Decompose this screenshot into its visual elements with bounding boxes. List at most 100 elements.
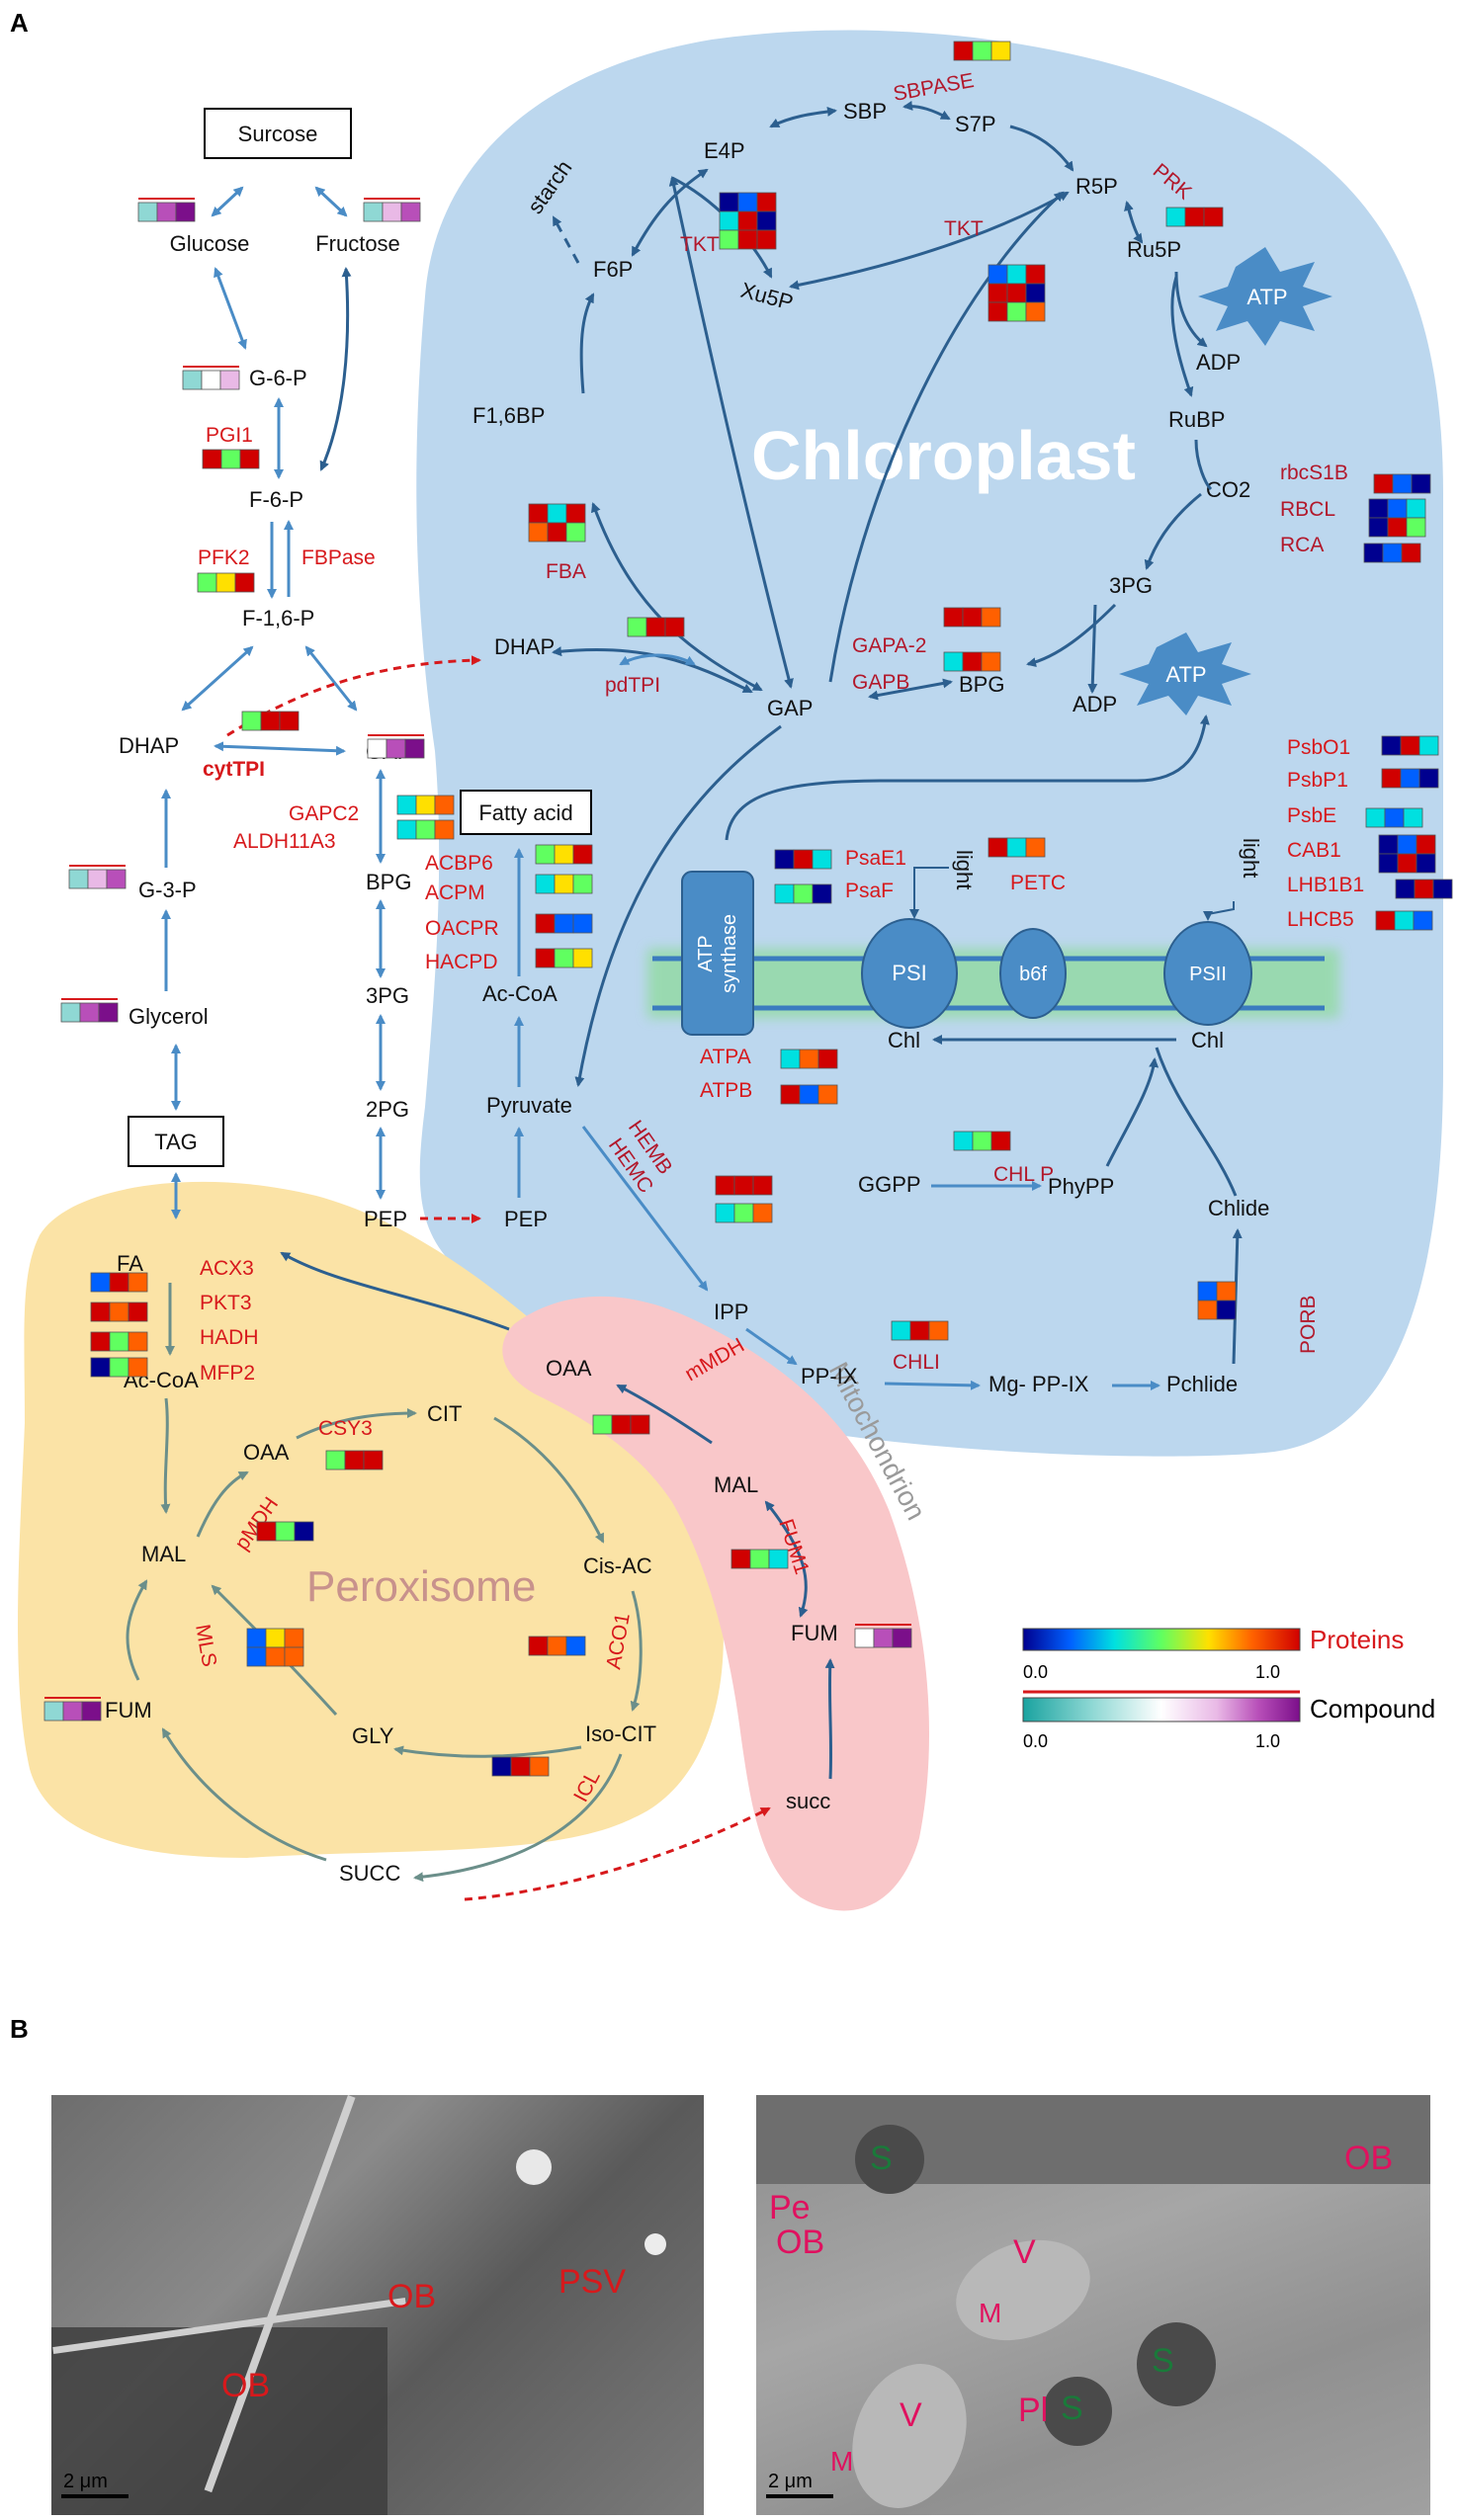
enzyme-rbcl: RBCL [1280,498,1335,521]
protein-heatmap [197,572,255,593]
protein-heatmap [774,883,832,904]
metabolite-2pg-cytosol: 2PG [366,1097,409,1122]
metabolite-e4p: E4P [704,138,745,163]
protein-heatmap [535,844,593,865]
protein-heatmap [90,1331,148,1352]
enzyme-hacpd: HACPD [425,951,498,973]
metabolite-f6p: F-6-P [249,487,303,512]
enzyme-cab1: CAB1 [1287,839,1341,862]
protein-heatmap [943,651,1001,672]
metabolite-fatty-acid: Fatty acid [478,800,572,825]
metabolite-g3p: G-3-P [138,878,197,902]
psii-complex [1163,921,1252,1026]
legend-proteins-min: 0.0 [1023,1662,1048,1682]
metabolite-r5p: R5P [1075,174,1118,199]
protein-heatmap [528,1636,586,1656]
metabolite-pep-chloroplast: PEP [504,1207,548,1231]
scale-label-right: 2 μm [768,2471,813,2492]
enzyme-rca: RCA [1280,534,1324,556]
enzyme-pkt3: PKT3 [200,1292,252,1314]
protein-heatmap [1368,498,1426,538]
protein-heatmap [491,1756,550,1777]
metabolite-dhap-chloroplast: DHAP [494,634,555,659]
metabolite-3pg-chloroplast: 3PG [1109,573,1153,598]
scale-label-left: 2 μm [63,2471,108,2492]
metabolite-gly: GLY [352,1723,394,1748]
enzyme-pfk2: PFK2 [198,546,250,569]
enzyme-porb: PORB [1297,1295,1320,1354]
compound-heatmap [367,734,425,759]
light-psi: light [952,850,977,889]
mitochondrion-region [502,1296,929,1911]
legend-compound: Compound [1310,1694,1435,1723]
metabolite-fum-peroxisome: FUM [105,1698,152,1722]
protein-heatmap [730,1549,789,1569]
enzyme-psbo1: PsbO1 [1287,736,1350,759]
enzyme-psae1: PsaE1 [845,847,906,870]
metabolite-cis-ac: Cis-AC [583,1554,652,1578]
micrograph-right-s-3: S [1061,2390,1083,2427]
micrograph-right-m-1: M [979,2298,1002,2328]
psi-label: PSI [892,961,926,985]
fatty-acid-box [460,790,592,835]
metabolite-chl-1: Chl [888,1028,920,1052]
micrograph-left: OB OB PSV 2 μm [51,2095,704,2515]
metabolite-fa: FA [117,1251,143,1276]
psi-complex [861,918,958,1029]
enzyme-cyttpi: cytTPI [203,758,265,781]
protein-heatmap [246,1628,304,1667]
metabolite-succ-mitochondrion: succ [786,1789,830,1813]
micrograph-left-ob-2: OB [387,2278,437,2315]
protein-heatmap [1378,834,1436,874]
enzyme-acpm: ACPM [425,882,485,904]
enzyme-tkt-1: TKT [680,233,720,256]
enzyme-psaf: PsaF [845,880,894,902]
metabolite-3pg-cytosol: 3PG [366,983,409,1008]
compound-heatmap [68,865,127,889]
protein-heatmap [891,1320,949,1341]
protein-heatmap [627,617,685,637]
metabolite-oaa-peroxisome: OAA [243,1440,290,1465]
enzyme-fba: FBA [546,560,586,583]
atp-synthase-label-2: synthase [719,914,740,993]
protein-heatmap [396,795,455,815]
protein-heatmap [202,449,260,469]
enzyme-fbpase: FBPase [301,546,376,569]
enzyme-oacpr: OACPR [425,917,499,940]
protein-heatmap [1165,207,1224,227]
enzyme-gapc2: GAPC2 [289,802,359,825]
metabolite-ipp: IPP [714,1300,748,1324]
protein-heatmap [943,607,1001,628]
compound-heatmap [43,1697,102,1722]
metabolite-cit: CIT [427,1401,462,1426]
compound-heatmap [363,198,421,222]
compound-heatmap [182,366,240,390]
enzyme-gapb: GAPB [852,671,909,694]
enzyme-lhcb5: LHCB5 [1287,908,1354,931]
protein-heatmap [715,1175,773,1196]
metabolite-oaa-mitochondrion: OAA [546,1356,592,1381]
micrograph-right-s-1: S [870,2140,893,2177]
enzyme-hadh: HADH [200,1326,259,1349]
enzyme-atpb: ATPB [700,1079,752,1102]
metabolite-sbp: SBP [843,99,887,124]
protein-heatmap [1395,879,1453,899]
metabolite-pp-ix: PP-IX [801,1364,858,1388]
metabolite-f16p: F-1,6-P [242,606,314,630]
metabolite-glycerol: Glycerol [129,1004,209,1029]
enzyme-tkt-2: TKT [944,217,984,240]
micrograph-left-psv: PSV [558,2263,627,2301]
metabolite-tag: TAG [154,1130,198,1154]
compound-heatmap [60,998,119,1023]
enzyme-pdtpi: pdTPI [605,674,660,697]
enzyme-chl-p: CHL P [993,1163,1054,1186]
metabolite-chlide: Chlide [1208,1196,1269,1220]
compound-color-scale [1022,1697,1301,1722]
protein-heatmap [780,1049,838,1069]
protein-heatmap [1365,807,1423,828]
protein-heatmap [325,1450,384,1470]
protein-heatmap [528,503,586,543]
legend-compound-max: 1.0 [1255,1731,1280,1751]
micrograph-right-m-2: M [830,2446,854,2477]
micrograph-right-v-1: V [1013,2233,1036,2271]
